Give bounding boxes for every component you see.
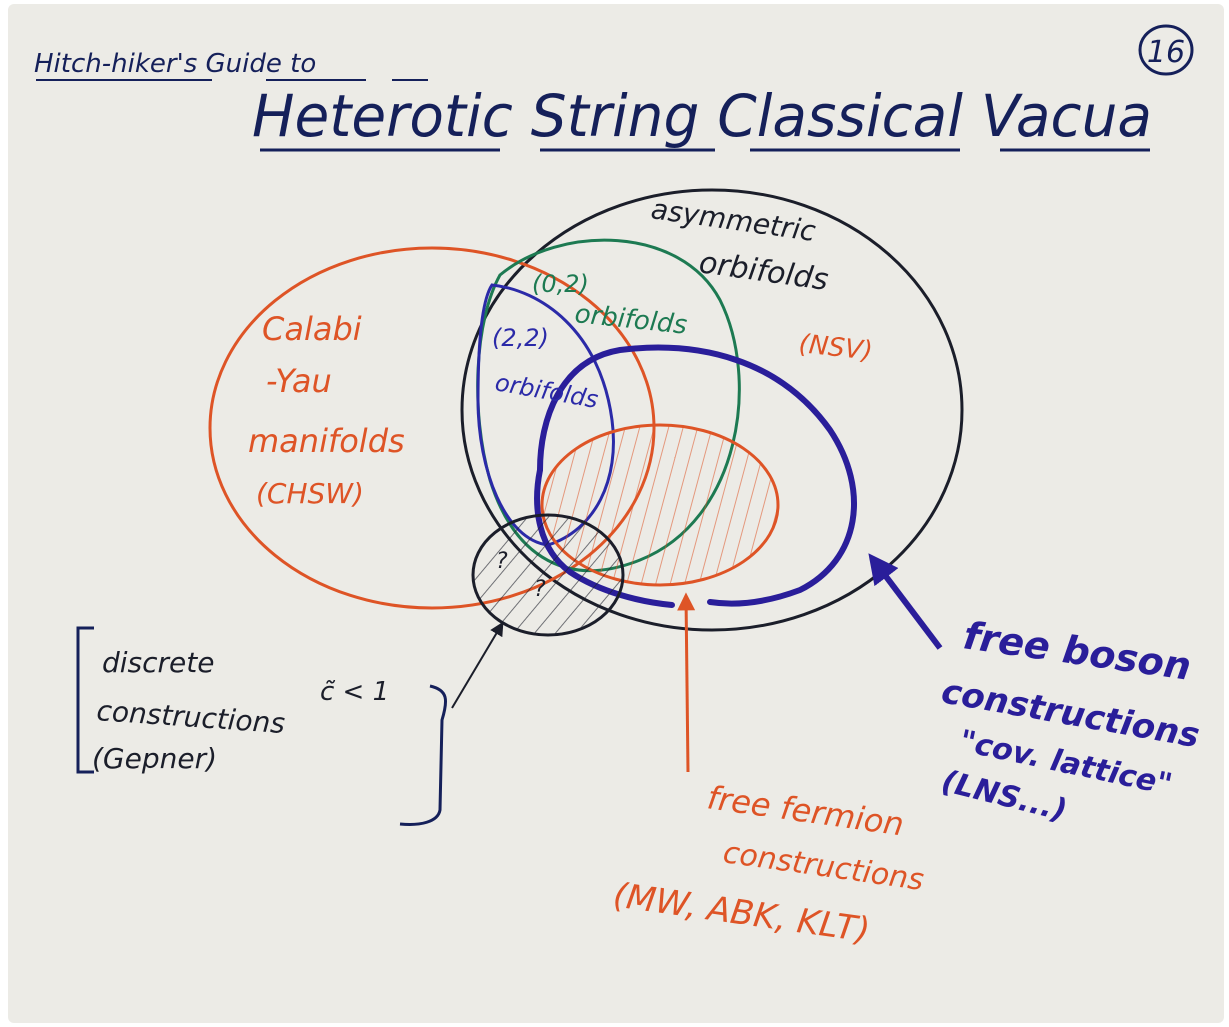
discrete-constructions-annotation: discrete c̃ < 1 constructions (Gepner) <box>76 621 504 826</box>
title-line2: Heterotic String Classical Vacua <box>252 82 1152 150</box>
discrete-constructions-circle <box>471 513 625 637</box>
discrete-arrow <box>451 621 504 709</box>
calabi-yau-line2: -Yau <box>266 362 332 400</box>
calabi-yau-line1: Calabi <box>262 310 362 348</box>
title: Hitch-hiker's Guide to Heterotic String … <box>34 49 1152 152</box>
question-mark-1: ? <box>496 549 508 574</box>
calabi-yau-line3: manifolds <box>248 422 405 460</box>
free-fermion-arrow <box>677 592 696 773</box>
asymmetric-orbifolds-circle <box>460 188 964 632</box>
calabi-yau-label: Calabi -Yau manifolds (CHSW) <box>248 310 405 510</box>
page-number: 16 <box>1147 35 1185 70</box>
discrete-line1: discrete <box>102 646 214 679</box>
discrete-ref: (Gepner) <box>92 742 217 775</box>
calabi-yau-ref: (CHSW) <box>256 477 364 510</box>
orbifolds-02-line1: (0,2) <box>532 270 589 298</box>
discrete-c-tilde: c̃ < 1 <box>320 677 389 707</box>
title-line1: Hitch-hiker's Guide to <box>34 49 316 79</box>
orbifolds-22-line1: (2,2) <box>492 324 549 352</box>
question-mark-2: ? <box>534 577 546 602</box>
page-number-badge: 16 <box>1138 24 1194 76</box>
free-boson-arrow <box>868 553 943 650</box>
free-boson-curve <box>537 344 857 607</box>
